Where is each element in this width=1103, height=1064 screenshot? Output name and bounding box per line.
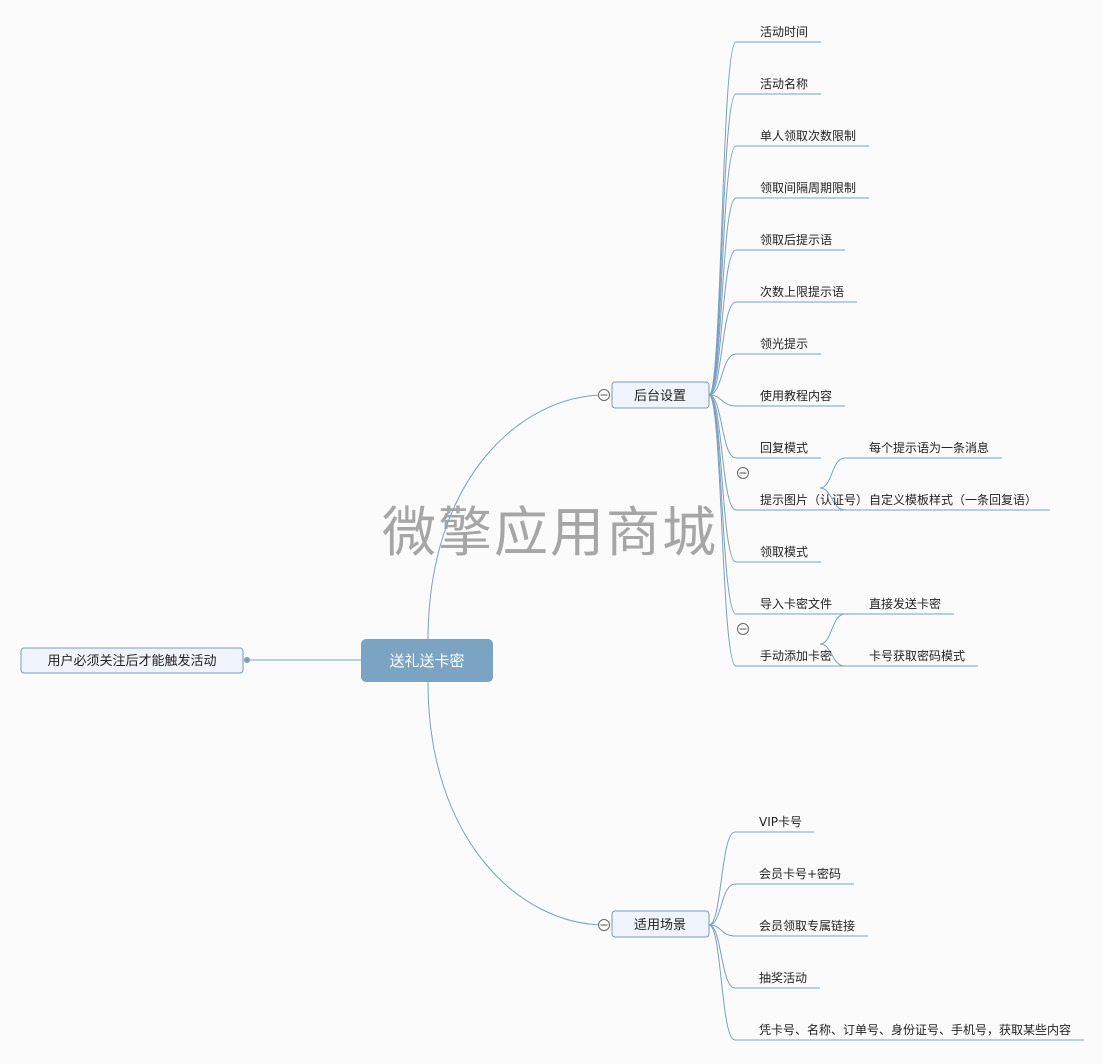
backend-item-activity-time[interactable]: 活动时间 [760,25,808,39]
backend-item-tutorial-content[interactable]: 使用教程内容 [760,388,832,403]
backend-item-connector [708,394,737,459]
root-node[interactable]: 送礼送卡密 [361,639,493,682]
claim-item-connector [819,643,846,667]
scenario-item-lottery[interactable]: 抽奖活动 [759,971,807,985]
collapse-toggle-reply-mode[interactable] [737,467,749,479]
root-node-label: 送礼送卡密 [389,652,464,670]
backend-item-manual-add[interactable]: 手动添加卡密 [760,648,832,663]
backend-item-connector [708,301,737,396]
scenario-item-connector [708,924,736,1041]
backend-item-connector [708,394,737,667]
scenario-connectors [708,831,1084,1041]
backend-item-connector [708,145,737,396]
backend-item-after-claim-tip[interactable]: 领取后提示语 [760,232,832,247]
reply-mode-items: 每个提示语为一条消息 自定义模板样式（一条回复语） [869,440,1037,507]
collapse-toggle-scenarios[interactable] [598,919,610,931]
scenario-item-member-link[interactable]: 会员领取专属链接 [759,918,855,933]
backend-item-import-file[interactable]: 导入卡密文件 [760,596,832,611]
backend-item-max-count-tip[interactable]: 次数上限提示语 [760,284,844,299]
left-node-label: 用户必须关注后才能触发活动 [47,653,216,669]
claim-mode-item-card-password[interactable]: 卡号获取密码模式 [869,648,965,663]
scenario-item-credential-lookup[interactable]: 凭卡号、名称、订单号、身份证号、手机号，获取某些内容 [759,1022,1071,1037]
backend-item-connector [708,394,737,511]
backend-item-connector [708,353,737,396]
backend-item-interval-limit[interactable]: 领取间隔周期限制 [760,181,856,195]
backend-item-connector [708,197,737,396]
left-connector-dot [244,657,250,663]
backend-item-connector [708,394,737,407]
reply-item-connector [819,487,846,511]
claim-mode-items: 直接发送卡密 卡号获取密码模式 [869,596,965,663]
backend-item-claim-mode[interactable]: 领取模式 [760,545,808,559]
backend-item-connector [708,249,737,396]
left-node[interactable]: 用户必须关注后才能触发活动 [20,647,244,674]
collapse-toggle-claim-mode[interactable] [737,623,749,635]
reply-mode-item-custom-template[interactable]: 自定义模板样式（一条回复语） [869,492,1037,507]
scenario-item-connector [708,831,736,926]
backend-item-tip-image[interactable]: 提示图片（认证号） [760,492,868,507]
collapse-toggle-backend[interactable] [598,389,610,401]
backend-connectors [708,41,881,667]
scenario-item-connector [708,883,736,926]
scenario-item-vip-card[interactable]: VIP卡号 [759,815,802,829]
scenario-item-connector [708,924,736,937]
scenario-items: VIP卡号 会员卡号+密码 会员领取专属链接 抽奖活动 凭卡号、名称、订单号、身… [759,815,1071,1037]
reply-mode-item-each-message[interactable]: 每个提示语为一条消息 [869,440,989,455]
backend-item-activity-name[interactable]: 活动名称 [760,76,808,91]
backend-item-per-user-limit[interactable]: 单人领取次数限制 [760,128,856,143]
branch-scenarios[interactable]: 适用场景 [611,910,710,938]
branch-backend-settings[interactable]: 后台设置 [611,381,710,409]
connector-root-to-backend [427,394,606,641]
scenario-item-connector [708,924,736,989]
branch-scenarios-label: 适用场景 [634,918,686,933]
reply-mode-connectors [819,457,1050,511]
backend-item-reply-mode[interactable]: 回复模式 [760,441,808,455]
backend-item-sold-out-tip[interactable]: 领光提示 [760,336,808,351]
claim-mode-item-direct-send[interactable]: 直接发送卡密 [869,596,941,611]
backend-items: 活动时间 活动名称 单人领取次数限制 领取间隔周期限制 领取后提示语 次数上限提… [760,25,868,663]
backend-item-connector [708,93,737,396]
claim-item-connector [819,613,846,645]
connector-root-to-scenarios [427,681,606,926]
backend-item-connector [708,394,737,615]
reply-item-connector [819,457,846,489]
claim-mode-connectors [819,613,978,667]
scenario-item-member-card-password[interactable]: 会员卡号+密码 [759,866,841,881]
branch-backend-label: 后台设置 [634,389,686,404]
watermark: 微擎应用商城 [382,501,718,564]
